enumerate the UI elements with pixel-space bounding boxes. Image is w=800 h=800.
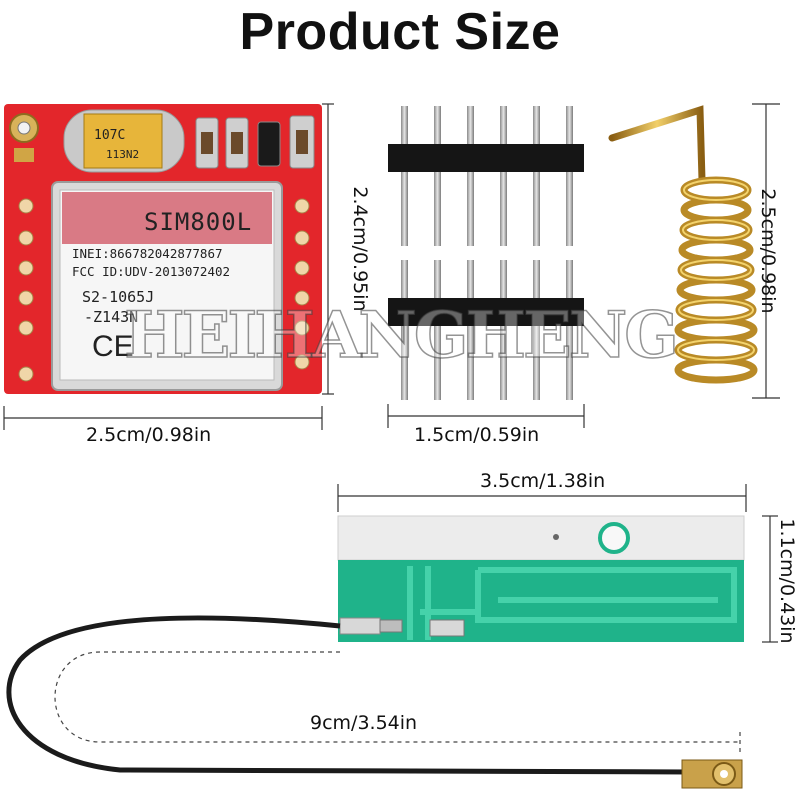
ipex-connector-icon [681, 759, 743, 789]
ce-mark-icon: CE [92, 330, 134, 363]
sim800l-module [4, 104, 322, 394]
cap-marking-2: 113N2 [106, 148, 140, 161]
cable-length-label: 9cm/3.54in [310, 712, 418, 734]
antenna-dimension-lines [337, 484, 778, 643]
chip-code-2: -Z143N [84, 308, 139, 326]
cable-length-guide [54, 651, 741, 752]
spring-antenna-height-label: 2.5cm/0.98in [757, 188, 779, 314]
pcb-antenna-height-label: 1.1cm/0.43in [776, 518, 798, 644]
cap-marking-1: 107C [94, 128, 126, 143]
pin-header [388, 106, 584, 400]
watermark: HEIHANGHENG [123, 297, 679, 374]
chip-code-1: S2-1065J [82, 288, 155, 306]
spring-antenna [608, 105, 758, 384]
chip-imei: INEI:866782042877867 [72, 246, 223, 261]
antenna-cable [6, 615, 691, 775]
chip-name: SIM800L [144, 208, 253, 236]
chip-fcc: FCC ID:UDV-2013072402 [72, 264, 231, 279]
pcb-antenna [337, 515, 745, 642]
pin-header-width-label: 1.5cm/0.59in [414, 424, 540, 446]
pcb-antenna-width-label: 3.5cm/1.38in [480, 470, 606, 492]
module-width-label: 2.5cm/0.98in [86, 424, 212, 446]
dimension-lines [3, 103, 780, 430]
page-title: Product Size [239, 3, 561, 61]
module-height-label: 2.4cm/0.95in [349, 186, 371, 312]
